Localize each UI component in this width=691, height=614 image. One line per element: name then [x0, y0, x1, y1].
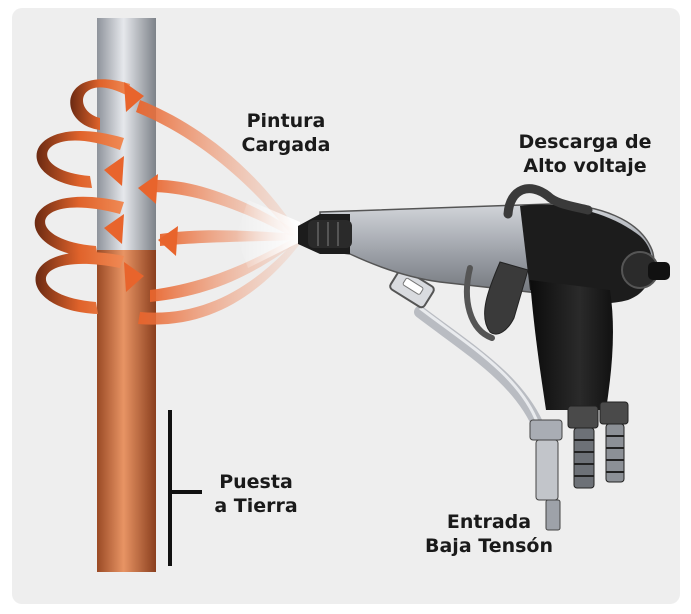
arrow-head	[158, 226, 178, 256]
low-voltage-label-line2: Baja Tensón	[400, 534, 578, 558]
high-voltage-label: Descarga de Alto voltaje	[500, 130, 670, 178]
electrostatic-spray-gun	[298, 189, 670, 530]
low-voltage-input-label: Entrada Baja Tensón	[400, 510, 578, 558]
charged-paint-label-line1: Pintura	[226, 109, 346, 133]
gun-grip	[530, 280, 613, 410]
gun-nozzle	[298, 214, 352, 254]
spray-mist	[236, 200, 300, 268]
rear-knob	[648, 262, 670, 280]
charged-paint-label-line2: Cargada	[226, 133, 346, 157]
ground-label-line2: a Tierra	[196, 494, 316, 518]
high-voltage-label-line1: Descarga de	[500, 130, 670, 154]
high-voltage-label-line2: Alto voltaje	[500, 154, 670, 178]
low-voltage-label-line1: Entrada	[400, 510, 578, 534]
ground-label-line1: Puesta	[196, 470, 316, 494]
charged-paint-label: Pintura Cargada	[226, 109, 346, 157]
copper-pipe-section	[97, 250, 156, 572]
ground-label: Puesta a Tierra	[196, 470, 316, 518]
